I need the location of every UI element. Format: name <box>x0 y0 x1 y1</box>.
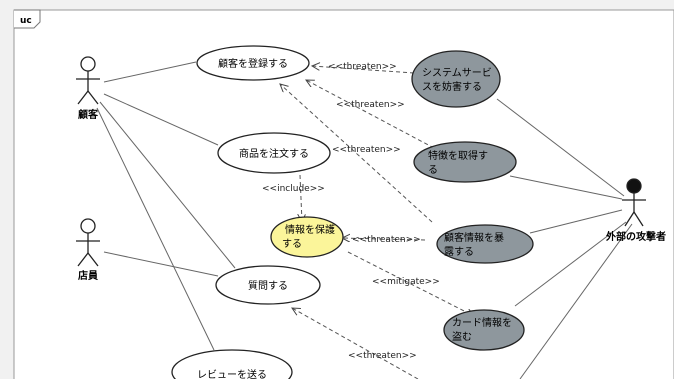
misusecase-card-label-2: 盗む <box>452 330 472 343</box>
assoc-attacker-steal <box>509 175 623 200</box>
usecase-register <box>196 45 310 81</box>
assoc-staff-ask <box>103 251 219 277</box>
actor-attacker <box>622 178 646 227</box>
usecase-order <box>217 132 331 174</box>
assoc-attacker-expose <box>529 209 623 234</box>
label-threaten-5: <<threaten>> <box>348 351 417 361</box>
misusecase-card <box>443 309 525 351</box>
threaten-offscreen-ask <box>292 308 419 379</box>
assoc-customer-register <box>103 61 197 83</box>
usecase-ask <box>215 265 321 305</box>
misusecase-card-label-1: カード情報を <box>452 316 512 329</box>
misusecase-steal-label-1: 特徴を取得す <box>428 149 488 162</box>
assoc-customer-ask <box>99 101 236 269</box>
usecase-protect-label-1: 情報を保護 <box>285 223 335 236</box>
misusecase-disrupt-label-2: スを妨害する <box>422 80 482 93</box>
misusecase-disrupt <box>411 50 501 108</box>
label-threaten-4: <<threaten>> <box>352 235 421 245</box>
assoc-customer-order <box>103 93 219 146</box>
misusecase-disrupt-label-1: システムサービ <box>422 67 492 79</box>
threaten-steal-register <box>306 80 435 149</box>
mitigate-protect-card <box>347 251 474 316</box>
actor-staff-label: 店員 <box>78 269 98 282</box>
usecase-order-label: 商品を注文する <box>239 147 309 160</box>
misusecase-expose-label-1: 顧客情報を暴 <box>444 231 504 244</box>
label-threaten-3: <<threaten>> <box>332 145 401 155</box>
misusecase-expose <box>436 224 534 264</box>
usecase-protect-label-2: する <box>282 238 302 250</box>
usecase-review <box>171 349 293 379</box>
actor-attacker-label: 外部の攻撃者 <box>605 230 666 243</box>
threaten-expose-register <box>280 84 433 223</box>
actor-customer-label: 顧客 <box>78 108 99 121</box>
label-threaten-2: <<threaten>> <box>336 100 405 110</box>
threaten-disrupt-register <box>312 66 415 74</box>
label-threaten-1: <<threaten>> <box>328 62 397 72</box>
misusecase-steal <box>413 141 517 183</box>
misusecase-steal-label-2: る <box>428 164 438 176</box>
label-mitigate: <<mitigate>> <box>372 277 440 287</box>
dependency-arrows <box>280 66 474 379</box>
assoc-attacker-offscreen <box>519 223 633 379</box>
usecase-ask-label: 質問する <box>248 279 288 292</box>
include-order-protect <box>300 174 302 222</box>
assoc-attacker-card <box>514 221 627 307</box>
misusecase-expose-label-2: 露する <box>444 246 474 258</box>
usecase-register-label: 顧客を登録する <box>218 57 288 70</box>
association-lines <box>96 61 633 379</box>
usecase-review-label: レビューを送る <box>197 368 267 379</box>
label-include: <<include>> <box>262 184 325 194</box>
frame-tag: uc <box>20 16 32 26</box>
usecase-protect <box>270 216 344 258</box>
assoc-attacker-disrupt <box>496 98 625 197</box>
frame-tag-box <box>14 9 41 29</box>
assoc-customer-review <box>96 107 215 351</box>
actor-customer <box>76 56 100 105</box>
actor-staff <box>76 218 100 267</box>
